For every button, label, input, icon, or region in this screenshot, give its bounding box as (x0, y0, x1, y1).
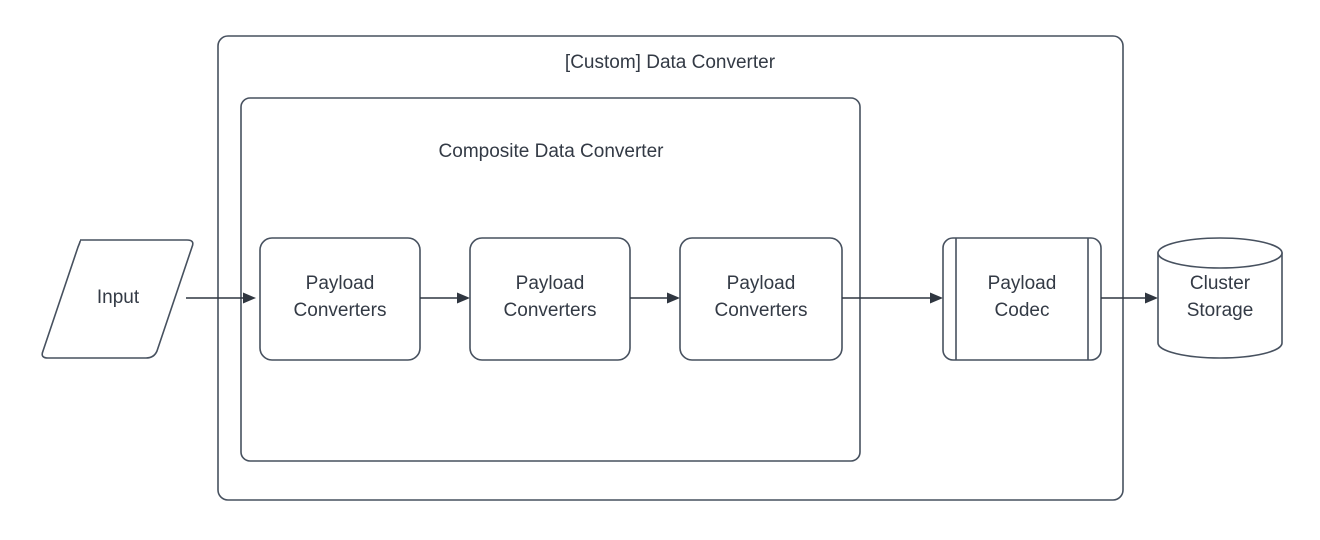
node-payload-converters-1[interactable]: Payload Converters (259, 237, 421, 361)
connector-payload-converters-2-to-3 (630, 292, 680, 304)
node-payload-converters-2[interactable]: Payload Converters (469, 237, 631, 361)
node-cluster-storage[interactable]: Cluster Storage (1157, 237, 1283, 359)
payload-codec-label-line-2: Codec (995, 300, 1050, 321)
connector-payload-codec-to-cluster-storage (1101, 292, 1158, 304)
payload-converters-1-box[interactable] (259, 237, 421, 361)
arrowhead-icon (457, 292, 470, 304)
payload-converters-1-label-line-1: Payload (306, 273, 375, 294)
arrowhead-icon (667, 292, 680, 304)
connector-payload-converters-1-to-2 (420, 292, 470, 304)
payload-converters-2-label-line-1: Payload (516, 273, 585, 294)
arrowhead-icon (243, 292, 256, 304)
payload-converters-3-label-line-1: Payload (727, 273, 796, 294)
cluster-storage-label-line-1: Cluster (1190, 273, 1251, 294)
payload-converters-2-box[interactable] (469, 237, 631, 361)
payload-converters-3-box[interactable] (679, 237, 843, 361)
cluster-storage-label-line-2: Storage (1187, 300, 1254, 321)
connector-input-to-payload-converters-1 (186, 292, 256, 304)
input-parallelogram[interactable] (41, 239, 194, 359)
payload-converters-3-label-line-2: Converters (715, 300, 808, 321)
input-label: Input (97, 287, 140, 308)
cluster-storage-top-ellipse (1157, 237, 1283, 269)
arrowhead-icon (930, 292, 943, 304)
custom-data-converter-title: [Custom] Data Converter (565, 52, 776, 73)
payload-codec-box[interactable] (942, 237, 1102, 361)
arrowhead-icon (1145, 292, 1158, 304)
cluster-storage-body[interactable] (1157, 252, 1283, 359)
node-input[interactable]: Input (41, 239, 194, 359)
connector-payload-converters-3-to-payload-codec (842, 292, 943, 304)
composite-data-converter-title: Composite Data Converter (439, 141, 665, 162)
payload-converters-2-label-line-2: Converters (504, 300, 597, 321)
node-payload-codec[interactable]: Payload Codec (942, 237, 1102, 361)
payload-converters-1-label-line-2: Converters (294, 300, 387, 321)
node-payload-converters-3[interactable]: Payload Converters (679, 237, 843, 361)
payload-codec-label-line-1: Payload (988, 273, 1057, 294)
